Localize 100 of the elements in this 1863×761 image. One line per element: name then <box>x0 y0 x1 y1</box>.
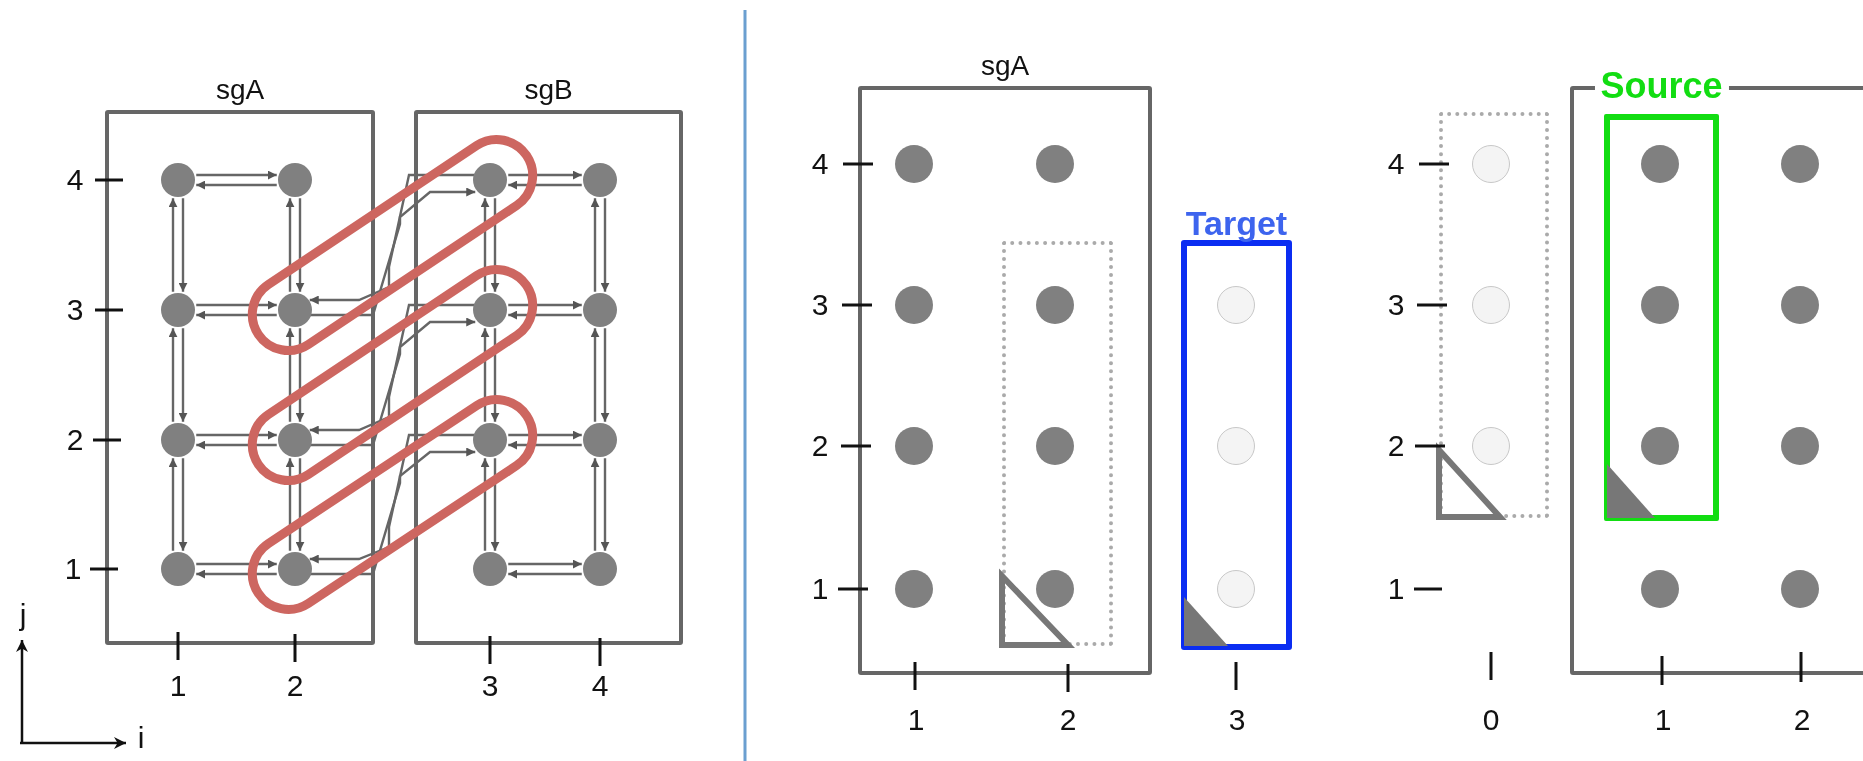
tick-label: 1 <box>907 705 925 735</box>
grid-point <box>583 293 617 327</box>
grid-point <box>895 427 933 465</box>
grid-point <box>895 286 933 324</box>
tick-label: 2 <box>66 425 84 455</box>
grid-point <box>161 293 195 327</box>
tick-label: 4 <box>1387 149 1405 179</box>
arrow <box>508 559 582 569</box>
tick-label: 1 <box>64 554 82 584</box>
box-heading: Target <box>1185 206 1288 240</box>
axis-label: i <box>137 723 145 753</box>
arrow <box>196 170 277 180</box>
tick-label: 4 <box>591 671 609 701</box>
arrow <box>295 328 305 422</box>
axis-label: j <box>19 600 27 630</box>
grid-point <box>473 423 507 457</box>
subgrid-label: sgA <box>215 76 265 104</box>
arrow <box>168 458 178 551</box>
empty-grid-point <box>1217 286 1255 324</box>
grid-point <box>1036 286 1074 324</box>
grid-point <box>278 552 312 586</box>
grid-point <box>1781 570 1819 608</box>
grid-point <box>1781 145 1819 183</box>
arrow <box>285 458 295 551</box>
grid-point <box>1036 145 1074 183</box>
grid-point <box>278 163 312 197</box>
subgrid-label: sgA <box>980 52 1030 80</box>
grid-point <box>1036 427 1074 465</box>
tick-label: 2 <box>1059 705 1077 735</box>
grid-point <box>278 423 312 457</box>
empty-grid-point <box>1472 145 1510 183</box>
tick-label: 3 <box>481 671 499 701</box>
arrow <box>480 458 490 551</box>
arrow <box>196 440 277 450</box>
arrow <box>480 198 490 292</box>
arrow <box>196 430 277 440</box>
arrow <box>168 198 178 292</box>
empty-grid-point <box>1217 570 1255 608</box>
tick-label: 1 <box>169 671 187 701</box>
arrow <box>508 440 582 450</box>
arrow <box>508 170 582 180</box>
arrow <box>508 300 582 310</box>
tick-label: 4 <box>811 149 829 179</box>
tick-label: 1 <box>1654 705 1672 735</box>
arrow <box>196 569 277 579</box>
grid-point <box>583 163 617 197</box>
tick-label: 2 <box>1387 431 1405 461</box>
arrow <box>295 458 305 551</box>
arrow <box>178 328 188 422</box>
grid-point <box>161 423 195 457</box>
tick-label: 3 <box>1228 705 1246 735</box>
grid-point <box>1641 427 1679 465</box>
tick-label: 3 <box>811 290 829 320</box>
tick-label: 2 <box>811 431 829 461</box>
arrow <box>590 458 600 551</box>
empty-grid-point <box>1472 286 1510 324</box>
arrow <box>168 328 178 422</box>
arrow <box>590 328 600 422</box>
grid-point <box>473 163 507 197</box>
grid-point <box>895 570 933 608</box>
tick-label: 4 <box>66 165 84 195</box>
grid-point <box>278 293 312 327</box>
arrow <box>196 180 277 190</box>
arrow <box>600 458 610 551</box>
empty-grid-point <box>1472 427 1510 465</box>
arrow <box>508 569 582 579</box>
arrow <box>178 458 188 551</box>
grid-point <box>1641 286 1679 324</box>
arrow <box>590 198 600 292</box>
tick-label: 1 <box>811 574 829 604</box>
empty-grid-point <box>1217 427 1255 465</box>
grid-point <box>161 163 195 197</box>
arrow <box>285 328 295 422</box>
grid-point <box>583 552 617 586</box>
grid-point <box>473 293 507 327</box>
arrow <box>196 310 277 320</box>
grid-point <box>1781 427 1819 465</box>
arrow <box>196 559 277 569</box>
grid-point <box>161 552 195 586</box>
arrow <box>490 458 500 551</box>
dotted-outline-box <box>1439 112 1549 518</box>
arrow <box>480 328 490 422</box>
arrow <box>285 198 295 292</box>
tick-label: 1 <box>1387 574 1405 604</box>
tick-label: 2 <box>1793 705 1811 735</box>
arrow <box>178 198 188 292</box>
arrow <box>508 180 582 190</box>
arrow <box>508 430 582 440</box>
grid-point <box>1781 286 1819 324</box>
tick-label: 0 <box>1482 705 1500 735</box>
arrow <box>600 328 610 422</box>
arrow <box>295 198 305 292</box>
grid-point <box>1036 570 1074 608</box>
grid-point <box>583 423 617 457</box>
tick-label: 3 <box>66 295 84 325</box>
arrow <box>490 198 500 292</box>
arrow <box>196 300 277 310</box>
arrow <box>508 310 582 320</box>
dotted-outline-box <box>1002 241 1113 646</box>
grid-point <box>473 552 507 586</box>
